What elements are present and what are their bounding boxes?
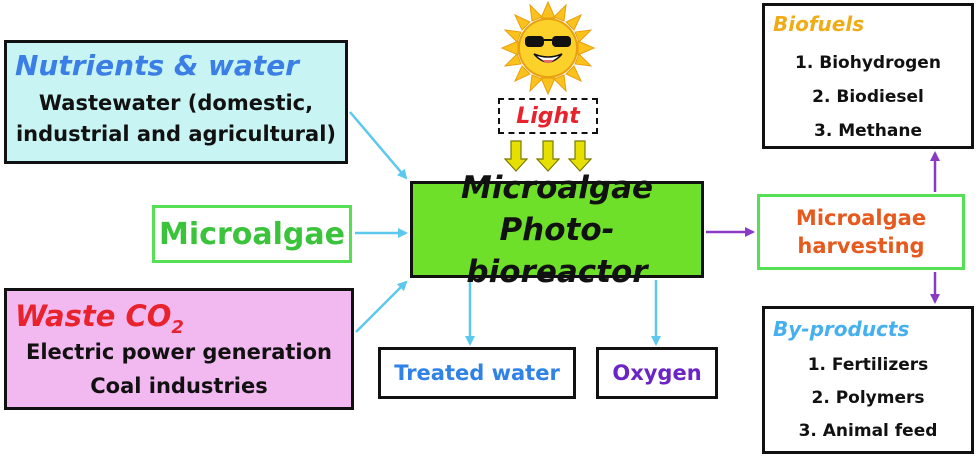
waste-line-1: Electric power generation (26, 340, 332, 364)
harvesting-box: Microalgae harvesting (757, 194, 965, 270)
byproducts-box: By-products 1. Fertilizers 2. Polymers 3… (762, 306, 974, 454)
harvesting-line-1: Microalgae (795, 206, 927, 230)
biofuels-box: Biofuels 1. Biohydrogen 2. Biodiesel 3. … (762, 3, 974, 149)
microalgae-input-label: Microalgae (159, 216, 345, 252)
photo-bioreactor-box: Microalgae Photo-bioreactor (410, 170, 704, 290)
waste-line-2: Coal industries (90, 374, 268, 398)
reactor-line-1: Microalgae (460, 169, 654, 206)
nutrients-line-1: Wastewater (domestic, (38, 91, 314, 115)
list-item: 2. Biodiesel (812, 87, 924, 107)
treated-water-label: Treated water (394, 361, 560, 385)
list-item: 3. Methane (814, 121, 922, 141)
microalgae-input-box: Microalgae (152, 205, 352, 263)
nutrients-line-2: industrial and agricultural) (15, 122, 337, 146)
list-item: 1. Fertilizers (807, 355, 929, 375)
byproducts-list: 1. Fertilizers 2. Polymers 3. Animal fee… (765, 349, 971, 448)
light-box: Light (498, 98, 598, 134)
list-item: 3. Animal feed (798, 421, 938, 441)
harvesting-line-2: harvesting (797, 234, 925, 258)
light-arrows (503, 140, 593, 172)
list-item: 1. Biohydrogen (795, 53, 941, 73)
arrow-co2-to-reactor (355, 280, 408, 333)
sun-icon (500, 0, 596, 96)
reactor-line-2: Photo-bioreactor (466, 211, 648, 290)
biofuels-title: Biofuels (773, 12, 865, 36)
oxygen-label: Oxygen (612, 361, 702, 385)
light-label: Light (516, 103, 580, 129)
biofuels-list: 1. Biohydrogen 2. Biodiesel 3. Methane (765, 46, 971, 148)
nutrients-water-box: Nutrients & water Wastewater (domestic, … (4, 40, 348, 164)
treated-water-box: Treated water (378, 347, 576, 399)
oxygen-box: Oxygen (596, 347, 718, 399)
arrow-nutrients-to-reactor (349, 111, 408, 180)
waste-co2-title: Waste CO2 (15, 299, 184, 338)
list-item: 2. Polymers (811, 388, 925, 408)
byproducts-title: By-products (773, 317, 910, 341)
nutrients-title: Nutrients & water (15, 49, 299, 82)
waste-co2-box: Waste CO2 Electric power generation Coal… (4, 288, 354, 410)
